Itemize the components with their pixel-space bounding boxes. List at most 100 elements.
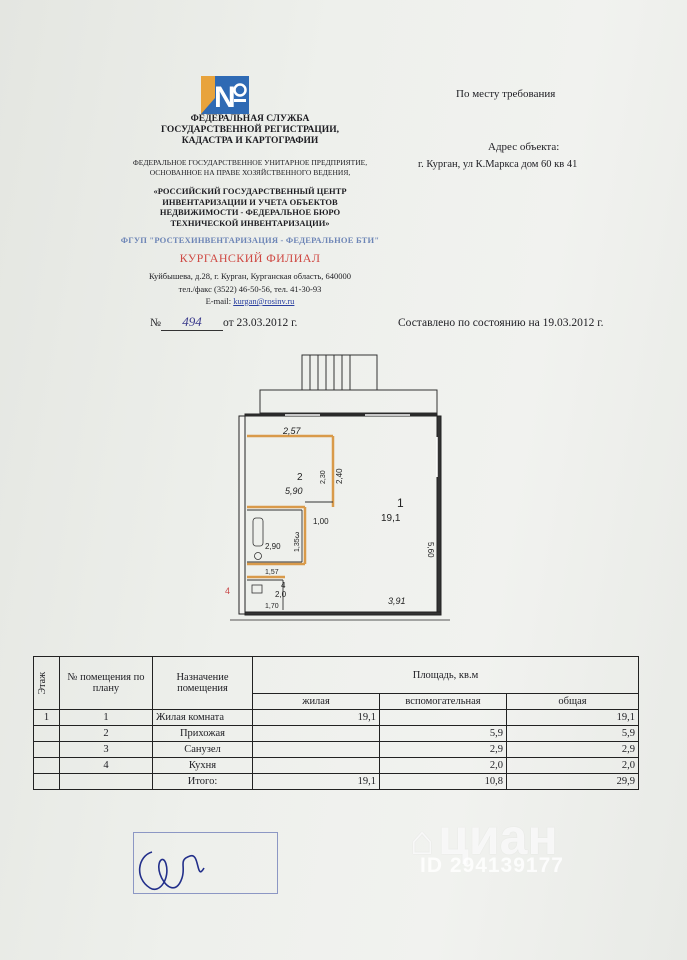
header-auxiliary: вспомогательная (379, 693, 507, 710)
cell-aux: 2,0 (379, 757, 507, 774)
plan-dim-right: 5,60 (426, 542, 435, 558)
fgup-name: ФГУП "РОСТЕХИНВЕНТАРИЗАЦИЯ - ФЕДЕРАЛЬНОЕ… (120, 235, 380, 245)
header-total: общая (506, 693, 639, 710)
state-date: Составлено по состоянию на 19.03.2012 г. (398, 317, 604, 329)
plan-room3-area: 2,90 (265, 542, 281, 551)
plan-room2-no: 2 (297, 472, 303, 483)
number-sign: № (150, 317, 161, 329)
cell-name: Кухня (152, 757, 253, 774)
cell-living (252, 757, 380, 774)
cell-no: 4 (59, 757, 153, 774)
plan-room2-area: 5,90 (285, 486, 303, 496)
table-row: 2 Прихожая 5,9 5,9 (33, 725, 639, 742)
watermark-id: ID 294139177 (420, 854, 564, 877)
cell-name: Прихожая (152, 725, 253, 742)
org-center-line: ИНВЕНТАРИЗАЦИИ И УЧЕТА ОБЪЕКТОВ (162, 196, 338, 207)
phone-line: тел./факс (3522) 46-50-56, тел. 41-30-93 (178, 283, 322, 294)
object-address-label: Адрес объекта: (488, 141, 560, 153)
cell-floor (33, 725, 60, 742)
table-row: 1 1 Жилая комната 19,1 19,1 (33, 709, 639, 726)
totals-aux: 10,8 (379, 773, 507, 790)
cell-living (252, 741, 380, 758)
cell-floor (33, 741, 60, 758)
plan-room4-area: 2,0 (275, 590, 287, 599)
plan-room1-area: 19,1 (381, 513, 401, 524)
cell-floor (33, 757, 60, 774)
rosreestr-logo: N (201, 76, 249, 114)
org-title: ФЕДЕРАЛЬНАЯ СЛУЖБА ГОСУДАРСТВЕННОЙ РЕГИС… (100, 114, 400, 147)
plan-room2-dim-a: 2,30 (320, 470, 327, 484)
email-label: E-mail: (205, 296, 232, 306)
plan-room1-no: 1 (397, 496, 404, 510)
plan-room2-dim-b: 2,40 (335, 468, 344, 484)
cell-no: 1 (59, 709, 153, 726)
plan-room4-no: 4 (281, 581, 286, 590)
totals-row: Итого: 19,1 10,8 29,9 (33, 773, 639, 790)
org-sub-line: ОСНОВАННОЕ НА ПРАВЕ ХОЗЯЙСТВЕННОГО ВЕДЕН… (149, 168, 351, 177)
cell-name: Санузел (152, 741, 253, 758)
cell-aux (379, 709, 507, 726)
table-row: 4 Кухня 2,0 2,0 (33, 757, 639, 774)
branch-name: КУРГАНСКИЙ ФИЛИАЛ (179, 251, 321, 265)
header-room-no: № помещения по плану (59, 656, 153, 710)
plan-dim-top: 2,57 (282, 426, 302, 436)
plan-room4-dim-b: 1,70 (265, 603, 279, 610)
watermark-brand: циан (438, 809, 558, 865)
plan-room3-no: 3 (295, 531, 300, 540)
plan-dim-bottom: 3,91 (388, 596, 406, 606)
header-purpose: Назначение помещения (152, 656, 253, 710)
plan-door-dim: 1,00 (313, 517, 329, 526)
contact-block: Куйбышева, д.28, г. Курган, Курганская о… (80, 270, 420, 308)
totals-total: 29,9 (506, 773, 639, 790)
org-center-line: НЕДВИЖИМОСТИ - ФЕДЕРАЛЬНОЕ БЮРО (159, 207, 341, 217)
org-center-line: «РОССИЙСКИЙ ГОСУДАРСТВЕННЫЙ ЦЕНТР (153, 186, 347, 196)
org-subtitle: ФЕДЕРАЛЬНОЕ ГОСУДАРСТВЕННОЕ УНИТАРНОЕ ПР… (72, 158, 428, 178)
cell-no: 3 (59, 741, 153, 758)
org-title-line: КАДАСТРА И КАРТОГРАФИИ (181, 136, 319, 146)
area-table: Этаж № помещения по плану Назначение пом… (33, 656, 639, 790)
cell-floor: 1 (33, 709, 60, 726)
requirement-text: По месту требования (456, 88, 556, 100)
cell-total: 2,9 (506, 741, 639, 758)
email-link[interactable]: kurgan@rosinv.ru (233, 296, 295, 306)
handwritten-signature (138, 851, 205, 891)
handwritten-number: 494 (160, 314, 223, 331)
plan-room3-dim: 1,35 (294, 538, 301, 552)
document-date: от 23.03.2012 г. (222, 317, 298, 329)
cell-no: 2 (59, 725, 153, 742)
cell-total: 19,1 (506, 709, 639, 726)
area-table-wrap: Этаж № помещения по плану Назначение пом… (33, 656, 639, 790)
plan-margin-mark: 4 (225, 586, 230, 596)
totals-living: 19,1 (252, 773, 380, 790)
floor-plan: 2,57 2 5,90 2,30 2,40 1 19,1 5,60 1,00 3… (225, 354, 450, 621)
cell-total: 5,9 (506, 725, 639, 742)
object-address: г. Курган, ул К.Маркса дом 60 кв 41 (418, 159, 578, 170)
email-line: E-mail: kurgan@rosinv.ru (80, 295, 420, 308)
org-center-line: ТЕХНИЧЕСКОЙ ИНВЕНТАРИЗАЦИИ» (170, 217, 330, 228)
table-row: 3 Санузел 2,9 2,9 (33, 741, 639, 758)
plan-room4-dim-a: 1,57 (265, 569, 279, 576)
org-center-name: «РОССИЙСКИЙ ГОСУДАРСТВЕННЫЙ ЦЕНТР ИНВЕНТ… (95, 186, 405, 228)
org-title-line: ФЕДЕРАЛЬНАЯ СЛУЖБА (190, 114, 310, 124)
cian-watermark: ⌂циан (410, 808, 558, 866)
svg-text:N: N (214, 81, 236, 114)
cell-floor (33, 773, 60, 790)
header-floor: Этаж (33, 656, 60, 710)
cell-no (59, 773, 153, 790)
cell-name: Жилая комната (152, 709, 253, 726)
header-living: жилая (252, 693, 380, 710)
header-floor-text: Этаж (37, 671, 48, 695)
header-area: Площадь, кв.м (252, 656, 639, 694)
cell-aux: 5,9 (379, 725, 507, 742)
org-title-line: ГОСУДАРСТВЕННОЙ РЕГИСТРАЦИИ, (161, 125, 339, 135)
cell-total: 2,0 (506, 757, 639, 774)
official-stamp (133, 832, 278, 894)
totals-label: Итого: (152, 773, 253, 790)
postal-address: Куйбышева, д.28, г. Курган, Курганская о… (148, 271, 352, 281)
cell-living: 19,1 (252, 709, 380, 726)
cell-living (252, 725, 380, 742)
org-sub-line: ФЕДЕРАЛЬНОЕ ГОСУДАРСТВЕННОЕ УНИТАРНОЕ ПР… (132, 158, 368, 167)
cian-house-icon: ⌂ (410, 819, 435, 863)
